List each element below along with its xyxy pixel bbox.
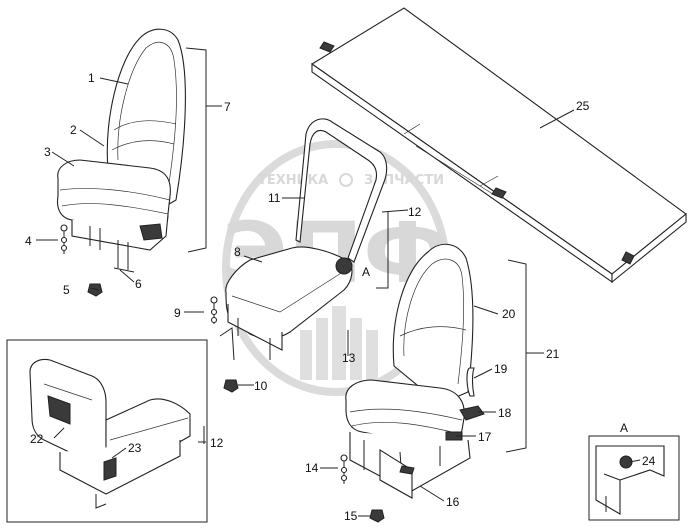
leader-lines bbox=[36, 77, 641, 517]
callout-10: 10 bbox=[254, 379, 268, 393]
callout-25: 25 bbox=[576, 99, 590, 113]
callout-6: 6 bbox=[135, 277, 142, 291]
gear-icon bbox=[339, 173, 353, 187]
callout-23: 23 bbox=[128, 441, 142, 455]
callout-18: 18 bbox=[498, 406, 512, 420]
callout-20: 20 bbox=[502, 307, 516, 321]
seat-assembly-left bbox=[56, 28, 207, 297]
callout-8: 8 bbox=[234, 245, 241, 259]
callout-1: 1 bbox=[88, 71, 95, 85]
detail-view-a: A bbox=[588, 421, 680, 521]
callout-9: 9 bbox=[174, 306, 181, 320]
callout-5: 5 bbox=[63, 283, 70, 297]
watermark-text-left: ТЕХНИКА bbox=[258, 173, 328, 188]
seat-assembly-middle bbox=[210, 118, 389, 393]
callout-labels: 1 2 3 4 5 6 7 8 9 10 11 12 13 14 15 16 1… bbox=[25, 71, 656, 523]
callout-14: 14 bbox=[305, 461, 319, 475]
detail-marker: A bbox=[362, 265, 370, 279]
callout-11: 11 bbox=[268, 191, 281, 205]
detail-label: A bbox=[620, 421, 628, 435]
callout-12: 12 bbox=[408, 205, 422, 219]
storage-box bbox=[310, 7, 687, 284]
callout-2: 2 bbox=[70, 123, 77, 137]
seat-assembly-right bbox=[340, 243, 527, 523]
callout-16: 16 bbox=[446, 495, 460, 509]
watermark-buildings bbox=[300, 306, 378, 380]
callout-24: 24 bbox=[642, 454, 656, 468]
callout-13: 13 bbox=[342, 351, 356, 365]
inset-fold-seat bbox=[6, 339, 208, 523]
callout-17: 17 bbox=[478, 430, 492, 444]
callout-22: 22 bbox=[30, 432, 44, 446]
callout-4: 4 bbox=[25, 234, 32, 248]
callout-12-inset: 12 bbox=[210, 436, 224, 450]
callout-7: 7 bbox=[224, 100, 231, 114]
callout-3: 3 bbox=[44, 145, 51, 159]
callout-19: 19 bbox=[494, 362, 508, 376]
callout-21: 21 bbox=[546, 347, 560, 361]
callout-15: 15 bbox=[344, 509, 358, 523]
